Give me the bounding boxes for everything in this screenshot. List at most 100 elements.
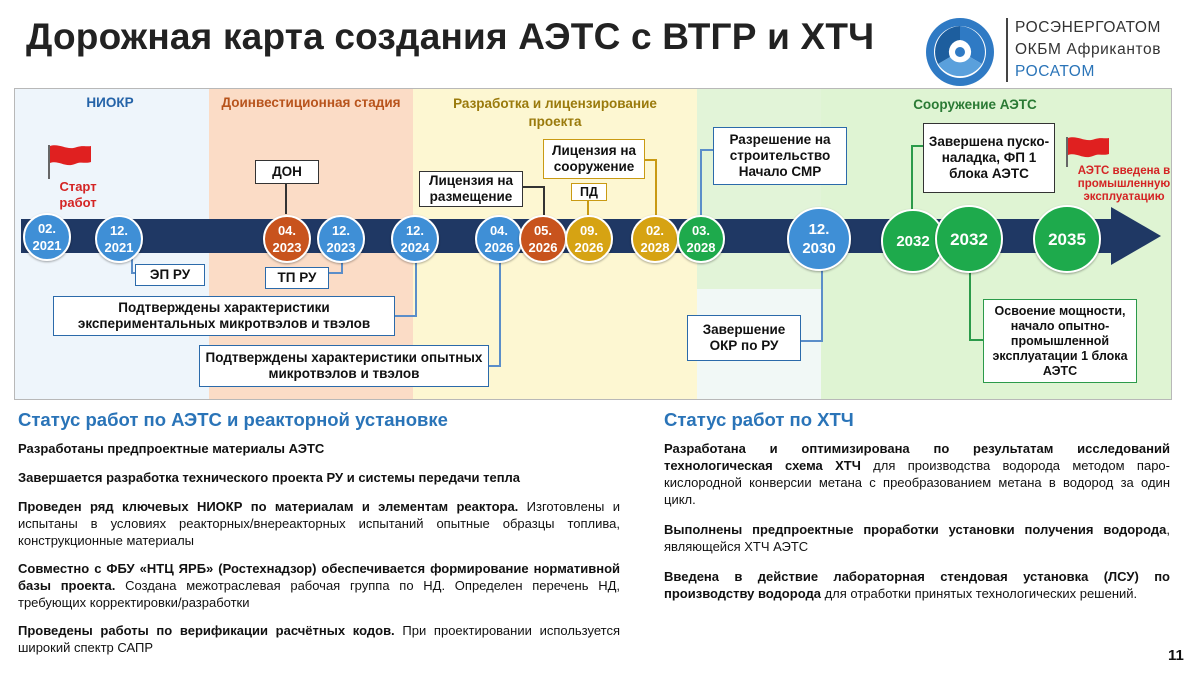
connector-capacity [969, 269, 971, 339]
milestone-02-2028: 02. 2028 [631, 215, 679, 263]
milestone-02-2021: 02. 2021 [23, 213, 71, 261]
p4-bold: Совместно с ФБУ «НТЦ ЯРБ» (Ростехнадзор)… [18, 561, 620, 593]
p3-bold: Введена в действие лабораторная стендова… [664, 569, 1170, 601]
box-pd: ПД [571, 183, 607, 201]
milestone-year: 2024 [400, 240, 430, 255]
status-left-p5: Проведены работы по верификации расчётны… [18, 622, 620, 656]
brand-rosenergoatom: РОСЭНЕРГОАТОМ [1015, 19, 1161, 36]
p2-bold: Завершается разработка технического прое… [18, 470, 521, 485]
status-left-p3: Проведен ряд ключевых НИОКР по материала… [18, 498, 620, 549]
status-left-body: Разработаны предпроектные материалы АЭТС… [18, 440, 620, 656]
connector-license-place-h [521, 186, 545, 188]
milestone-month: 09. [579, 223, 599, 238]
page-number: 11 [1168, 647, 1184, 664]
status-right-p2: Выполнены предпроектные проработки устан… [664, 521, 1170, 555]
connector-license-build [655, 159, 657, 215]
milestone-month: 04. [277, 223, 297, 238]
connector-commissioning [911, 145, 913, 211]
milestone-month: 05. [533, 223, 553, 238]
box-don: ДОН [255, 160, 319, 184]
rosatom-logo [926, 18, 994, 86]
brand-divider [1006, 18, 1008, 82]
milestone-12-2021: 12. 2021 [95, 215, 143, 263]
connector-okr [821, 259, 823, 341]
connector-opyt [499, 259, 501, 366]
connector-permit [700, 149, 702, 215]
milestone-year: 2030 [802, 240, 836, 257]
start-flag-icon [48, 145, 91, 179]
connector-okr-h [801, 340, 823, 342]
box-tp-ru: ТП РУ [265, 267, 329, 289]
box-capacity: Освоение мощности, начало опытно-промышл… [983, 299, 1137, 383]
connector-permit-h [700, 149, 716, 151]
zone-label-design: Разработка и лицензирование проекта [453, 96, 657, 129]
milestone-year: 2028 [640, 240, 670, 255]
status-left-title: Статус работ по АЭТС и реакторной устано… [18, 409, 448, 430]
connector-ep-ru [131, 259, 133, 273]
brand-okbm: ОКБМ Африкантов [1015, 41, 1162, 58]
connector-capacity-h [969, 339, 983, 341]
status-right-title: Статус работ по ХТЧ [664, 409, 854, 430]
box-license-construction: Лицензия на сооружение [543, 139, 645, 179]
box-commissioning: Завершена пуско-наладка, ФП 1 блока АЭТС [923, 123, 1055, 193]
p4-rest: Создана межотраслевая рабочая группа по … [18, 578, 620, 610]
milestone-month: 12. [808, 221, 830, 238]
connector-tp-ru [341, 259, 343, 273]
milestone-month: 03. [691, 223, 711, 238]
p5-bold: Проведены работы по верификации расчётны… [18, 623, 395, 638]
milestone-year: 2032 [896, 232, 930, 250]
milestone-04-2026: 04. 2026 [475, 215, 523, 263]
connector-don [285, 184, 287, 214]
connector-pd [587, 197, 589, 215]
milestone-month: 12. [405, 223, 425, 238]
box-okr: Завершение ОКР по РУ [687, 315, 801, 361]
end-flag-icon [1066, 137, 1109, 167]
status-right-body: Разработана и оптимизирована по результа… [664, 440, 1170, 602]
milestone-12-2030: 12. 2030 [787, 207, 851, 271]
connector-license-build-h [645, 159, 657, 161]
milestone-year: 2032 [950, 229, 988, 249]
milestone-month: 04. [489, 223, 509, 238]
milestone-year: 2023 [326, 240, 356, 255]
milestone-12-2023: 12. 2023 [317, 215, 365, 263]
p5-rest: При проектировании используется широкий … [18, 623, 620, 655]
box-opyt-characteristics: Подтверждены характеристики опытных микр… [199, 345, 489, 387]
p1-rest: для производства водорода методом паро-к… [664, 458, 1170, 507]
milestone-year: 2035 [1048, 229, 1086, 249]
status-left-p2: Завершается разработка технического прое… [18, 469, 620, 486]
start-label: Старт работ [59, 179, 97, 210]
status-right-p3: Введена в действие лабораторная стендова… [664, 568, 1170, 602]
connector-exp [415, 259, 417, 316]
milestone-month: 02. [37, 221, 57, 236]
milestone-year: 2021 [32, 238, 62, 253]
milestone-2032-first: 2032 [881, 209, 945, 273]
milestone-year: 2026 [528, 240, 558, 255]
p1-bold: Разработана и оптимизирована по результа… [664, 441, 1170, 473]
milestone-month: 02. [645, 223, 665, 238]
milestone-year: 2026 [484, 240, 514, 255]
zone-label-preinvest: Доинвестиционная стадия [221, 95, 401, 110]
p3-bold: Проведен ряд ключевых НИОКР по материала… [18, 499, 519, 514]
milestone-2035: 2035 [1033, 205, 1101, 273]
box-ep-ru: ЭП РУ [135, 264, 205, 286]
p1-bold: Разработаны предпроектные материалы АЭТС [18, 441, 325, 456]
p3-rest: Изготовлены и испытаны в условиях реакто… [18, 499, 620, 548]
p3-rest: для отработки принятых технологических р… [820, 586, 1138, 601]
milestone-04-2023: 04. 2023 [263, 215, 311, 263]
connector-ep-ru-h [131, 272, 135, 274]
timeline-arrow-head [1111, 207, 1161, 265]
milestone-2032-second: 2032 [935, 205, 1003, 273]
connector-opyt-h [489, 365, 501, 367]
connector-tp-ru-h [329, 272, 343, 274]
box-exp-characteristics: Подтверждены характеристики эксперимента… [53, 296, 395, 336]
p2-bold: Выполнены предпроектные проработки устан… [664, 522, 1167, 537]
status-left-p1: Разработаны предпроектные материалы АЭТС [18, 440, 620, 457]
status-right-p1: Разработана и оптимизирована по результа… [664, 440, 1170, 508]
zone-label-construction: Сооружение АЭТС [913, 97, 1037, 112]
milestone-05-2026: 05. 2026 [519, 215, 567, 263]
end-label: АЭТС введена в промышленную эксплуатацию [1077, 165, 1171, 203]
milestone-month: 12. [331, 223, 351, 238]
connector-commissioning-h [911, 145, 925, 147]
zone-label-niokr: НИОКР [86, 95, 134, 110]
connector-exp-h [395, 315, 417, 317]
